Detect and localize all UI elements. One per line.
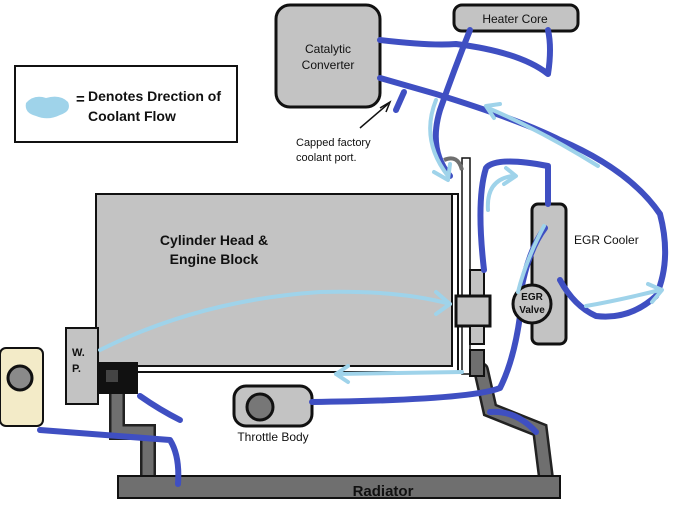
flow-arrow-heater (428, 98, 450, 178)
legend-equals: = (76, 91, 85, 108)
radiator-label: Radiator (353, 483, 414, 500)
flow-arrow-engine-head (434, 290, 452, 316)
flow-arrow-egr-up-head (502, 166, 518, 186)
flow-arrow-egr-cooler (516, 224, 546, 294)
heater-core-label: Heater Core (482, 12, 548, 26)
flow-arrow-return-loop (486, 106, 600, 168)
throttle-body: Throttle Body (232, 384, 314, 444)
legend-flow-swatch (25, 96, 69, 119)
catalytic-converter-label-1: Catalytic (305, 42, 351, 56)
engine-block: Cylinder Head & Engine Block (95, 193, 459, 373)
flow-arrow-egr-out-head (646, 282, 664, 304)
flow-arrow-egr-up (485, 174, 514, 212)
egr-valve-label-2: Valve (519, 305, 545, 316)
water-pump-label-1: W. (72, 347, 85, 359)
heater-core: Heater Core (452, 3, 580, 33)
engine-block-label-2: Engine Block (170, 251, 259, 267)
egr-cooler-label: EGR Cooler (574, 233, 639, 247)
capped-port-label-1: Capped factory (296, 137, 371, 149)
water-pump: W. P. (65, 327, 138, 405)
reservoir-cap-icon (6, 364, 34, 392)
flow-arrow-return-loop-head (484, 102, 502, 120)
throttle-body-label: Throttle Body (237, 430, 308, 444)
coolant-reservoir (0, 347, 44, 427)
flow-arrow-egr-out (584, 288, 662, 308)
catalytic-converter: Catalytic Converter (274, 3, 382, 109)
egr-valve-label-1: EGR (521, 292, 543, 303)
radiator: Radiator (117, 475, 561, 500)
flow-arrow-engine (98, 289, 452, 352)
thermostat-housing (454, 157, 492, 377)
legend-text-line1: Denotes Drection of (88, 88, 221, 104)
flow-arrow-return (334, 370, 464, 376)
catalytic-converter-label-2: Converter (302, 58, 355, 72)
legend-text-line2: Coolant Flow (88, 108, 176, 124)
legend: = Denotes Drection of Coolant Flow (14, 65, 238, 143)
egr-cooler: EGR Cooler (530, 202, 639, 346)
flow-arrow-heater-head (432, 162, 452, 182)
capped-port-label-2: coolant port. (296, 152, 357, 164)
capped-port-callout: Capped factory coolant port. (296, 100, 392, 164)
flow-arrows (98, 98, 664, 384)
radiator-hoses (109, 362, 554, 486)
outlet-pipe (443, 156, 464, 171)
water-pump-label-2: P. (72, 363, 81, 375)
engine-block-label-1: Cylinder Head & (160, 232, 268, 248)
flow-arrow-return-head (334, 364, 350, 384)
egr-valve: EGR Valve (511, 283, 553, 325)
